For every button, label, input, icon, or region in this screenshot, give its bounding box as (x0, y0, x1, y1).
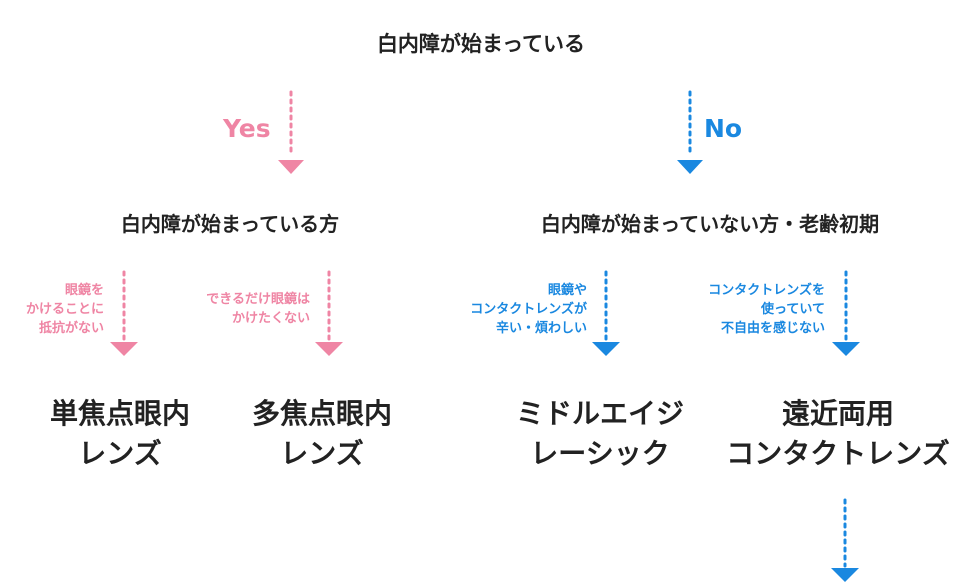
no-option-1-arrow (592, 270, 620, 356)
result-line: レンズ (280, 437, 364, 470)
continuation-arrow (831, 498, 859, 582)
yes-option-1-condition: 眼鏡を かけることに 抵抗がない (26, 281, 104, 338)
result-monofocal-iol: 単焦点眼内 レンズ (20, 394, 220, 474)
condition-line: 使っていて (761, 302, 825, 317)
condition-line: 眼鏡を (64, 283, 104, 298)
yes-branch-title: 白内障が始まっている方 (120, 212, 340, 236)
result-line: 遠近両用 (781, 397, 894, 430)
no-arrow (677, 90, 703, 174)
result-multifocal-iol: 多焦点眼内 レンズ (222, 394, 422, 474)
result-middle-age-lasik: ミドルエイジ レーシック (495, 394, 705, 474)
yes-option-1-arrow (110, 270, 138, 356)
condition-line: かけたくない (231, 311, 310, 326)
no-option-1-condition: 眼鏡や コンタクトレンズが 辛い・煩わしい (470, 281, 587, 338)
condition-line: 眼鏡や (547, 283, 587, 298)
condition-line: かけることに (25, 302, 104, 317)
no-label: No (704, 114, 743, 143)
result-line: 多焦点眼内 (251, 397, 392, 430)
condition-line: できるだけ眼鏡は (206, 292, 310, 307)
yes-option-2-condition: できるだけ眼鏡は かけたくない (206, 290, 310, 328)
result-line: ミドルエイジ (515, 397, 684, 430)
condition-line: 抵抗がない (38, 321, 104, 336)
condition-line: コンタクトレンズが (470, 302, 587, 317)
condition-line: 辛い・煩わしい (495, 321, 587, 336)
result-line: レンズ (78, 437, 162, 470)
no-branch-title: 白内障が始まっていない方・老齢初期 (540, 212, 880, 236)
yes-arrow (278, 90, 304, 174)
no-option-2-condition: コンタクトレンズを 使っていて 不自由を感じない (708, 281, 825, 338)
yes-option-2-arrow (315, 270, 343, 356)
result-line: 単焦点眼内 (49, 397, 190, 430)
yes-label: Yes (223, 114, 271, 143)
result-line: レーシック (530, 437, 670, 470)
result-bifocal-contact-lens: 遠近両用 コンタクトレンズ (718, 394, 958, 474)
condition-line: 不自由を感じない (720, 321, 825, 336)
no-option-2-arrow (832, 270, 860, 356)
result-line: コンタクトレンズ (726, 437, 950, 470)
condition-line: コンタクトレンズを (708, 283, 825, 298)
root-question: 白内障が始まっている (376, 32, 586, 56)
